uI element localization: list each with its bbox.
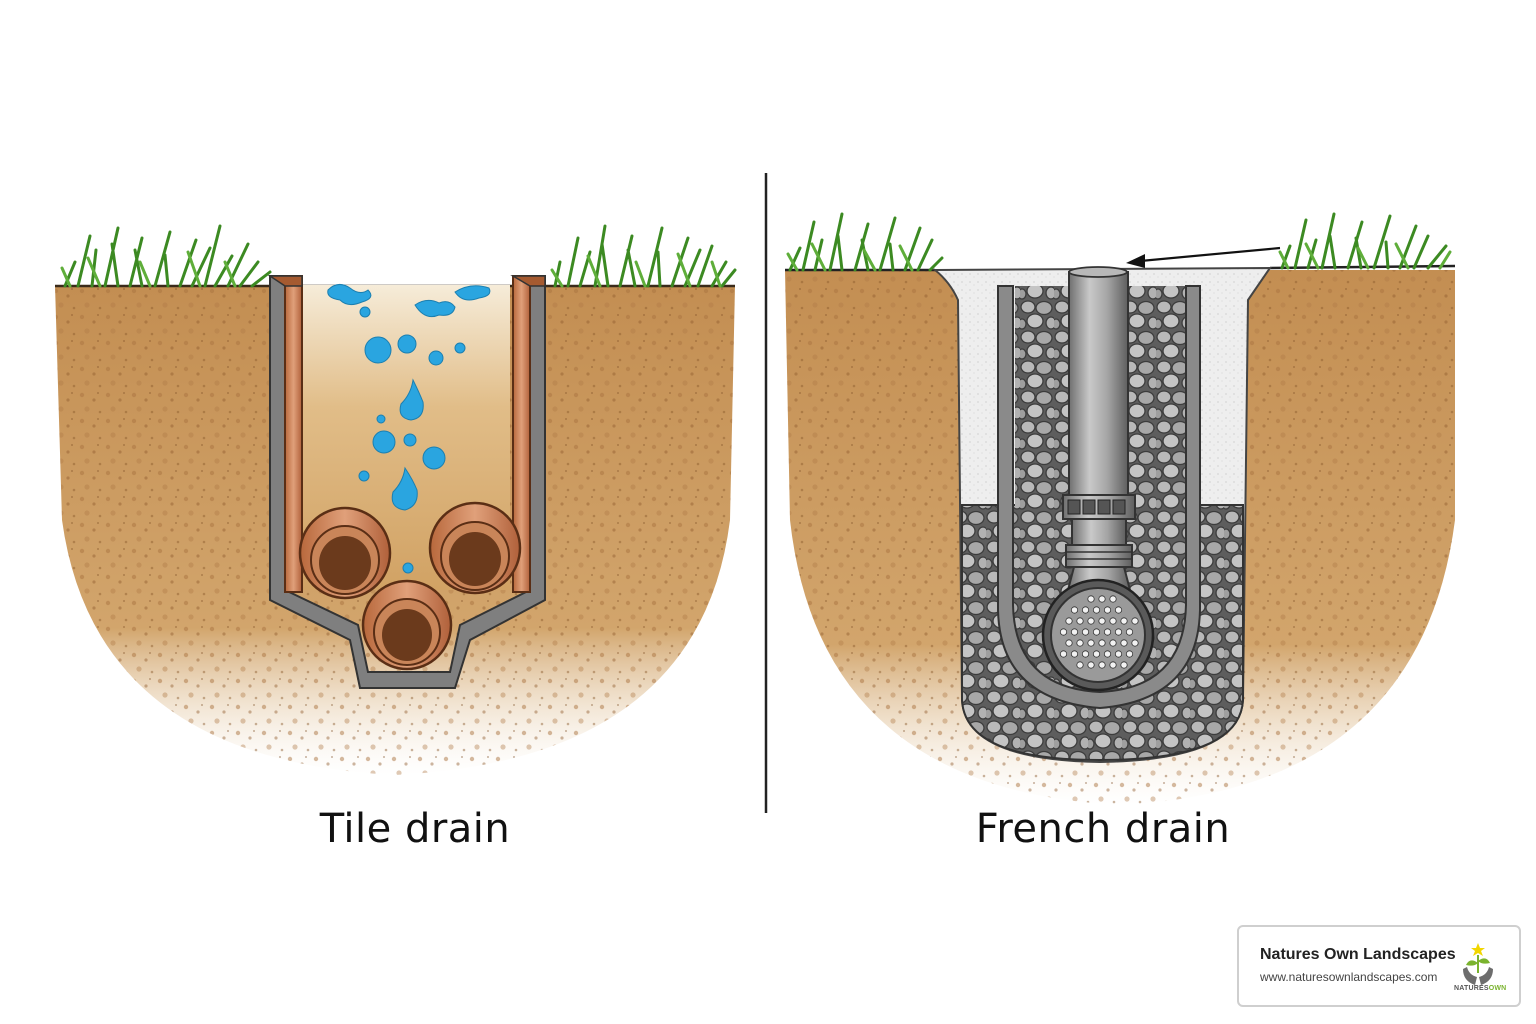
- perforation-hole: [1081, 606, 1090, 614]
- perforation-hole: [1065, 639, 1073, 647]
- grass-right: [550, 224, 737, 288]
- perforation-hole: [1103, 606, 1112, 614]
- brand-badge[interactable]: Natures Own Landscapes www.naturesownlan…: [1237, 925, 1521, 1007]
- brand-logo-text: NATURESOWN: [1454, 985, 1507, 992]
- perforation-hole: [1092, 628, 1101, 636]
- perforation-hole: [1098, 617, 1106, 625]
- perforation-hole: [1120, 617, 1128, 625]
- grass-right: [1278, 212, 1452, 270]
- brand-url[interactable]: www.naturesownlandscapes.com: [1260, 970, 1438, 984]
- pipe-collar: [1065, 544, 1133, 568]
- perforation-hole: [1098, 595, 1106, 603]
- perforation-hole: [1098, 639, 1106, 647]
- perforated-pipe: [1041, 578, 1155, 692]
- perforation-hole: [1114, 606, 1123, 614]
- perforation-hole: [1109, 617, 1117, 625]
- grass-left: [60, 224, 272, 288]
- flow-arrow: [1126, 246, 1281, 268]
- brand-name: Natures Own Landscapes: [1260, 946, 1456, 963]
- perforation-hole: [1120, 661, 1128, 669]
- perforation-hole: [1120, 639, 1128, 647]
- perforation-hole: [1109, 595, 1117, 603]
- perforation-hole: [1092, 606, 1101, 614]
- perforation-hole: [1065, 617, 1073, 625]
- perforation-hole: [1109, 661, 1117, 669]
- perforation-hole: [1131, 639, 1139, 647]
- perforation-hole: [1076, 661, 1084, 669]
- inner-liner: [997, 285, 1201, 710]
- perforation-hole: [1087, 639, 1095, 647]
- perforation-hole: [1125, 628, 1134, 636]
- clay-pipe-bottom: [361, 579, 453, 671]
- perforation-hole: [1059, 650, 1068, 658]
- left-wall: [284, 275, 303, 593]
- french-drain-caption: French drain: [975, 806, 1231, 852]
- perforation-hole: [1070, 650, 1079, 658]
- perforation-hole: [1114, 650, 1123, 658]
- grass-left: [786, 212, 944, 272]
- perforation-hole: [1076, 639, 1084, 647]
- clay-pipe-left: [298, 506, 392, 600]
- perforation-hole: [1103, 628, 1112, 636]
- perforation-hole: [1125, 650, 1134, 658]
- clay-pipe-right: [428, 501, 522, 595]
- perforation-hole: [1087, 661, 1095, 669]
- perforation-hole: [1092, 650, 1101, 658]
- water-droplets: [327, 284, 491, 574]
- perforation-hole: [1098, 661, 1106, 669]
- perforation-hole: [1131, 617, 1139, 625]
- brand-logo-icon: [1463, 943, 1493, 985]
- tile-drain-caption: Tile drain: [319, 806, 511, 852]
- perforation-hole: [1059, 628, 1068, 636]
- perforation-hole: [1081, 628, 1090, 636]
- standpipe: [1068, 271, 1129, 498]
- french-drain-illustration: [785, 212, 1456, 805]
- perforation-hole: [1103, 650, 1112, 658]
- perforation-hole: [1087, 595, 1095, 603]
- tile-drain-illustration: [55, 224, 737, 775]
- perforation-hole: [1081, 650, 1090, 658]
- perforation-hole: [1070, 606, 1079, 614]
- perforation-hole: [1076, 617, 1084, 625]
- perforation-hole: [1114, 628, 1123, 636]
- perforation-hole: [1109, 639, 1117, 647]
- perforation-hole: [1087, 617, 1095, 625]
- perforation-hole: [1070, 628, 1079, 636]
